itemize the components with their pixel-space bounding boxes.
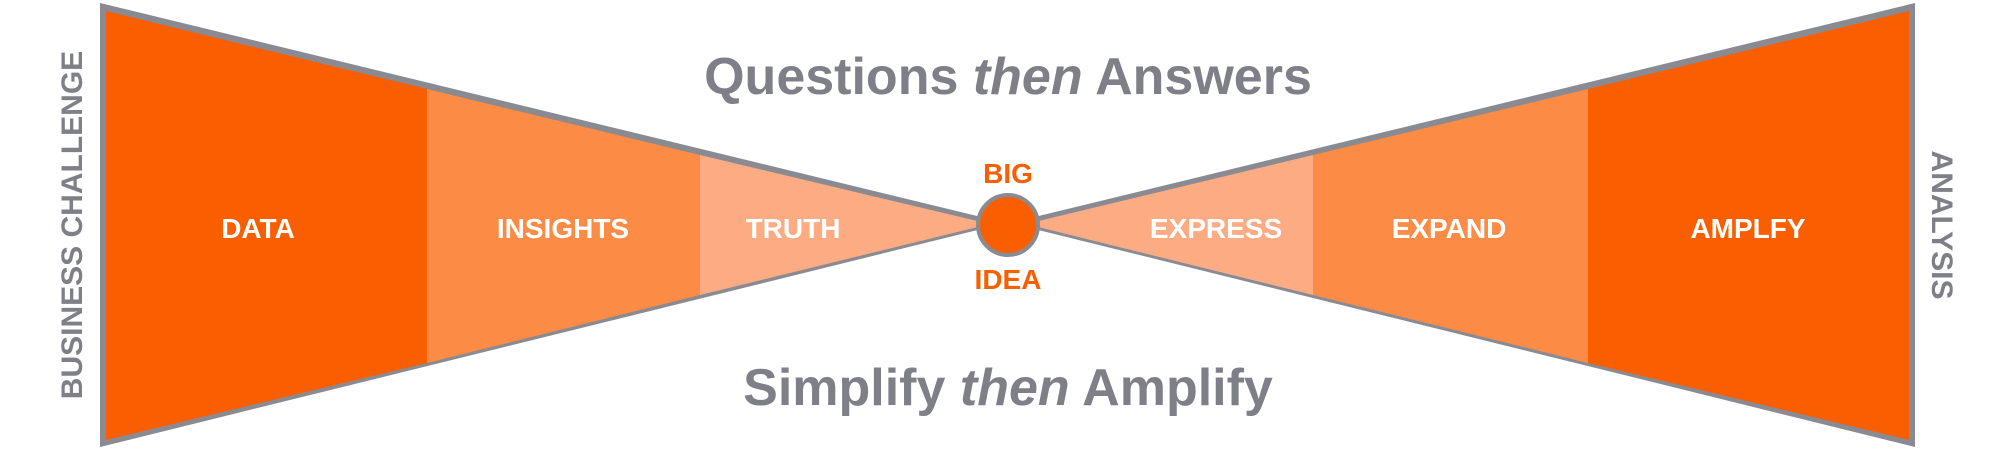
segment-label-truth: TRUTH <box>746 213 841 244</box>
left-segment-insights-shape <box>427 89 700 363</box>
right-side-label: ANALYSIS <box>1925 151 1958 300</box>
left-wedge <box>100 3 1006 447</box>
headline-bottom: Simplify then Amplify <box>743 359 1273 417</box>
big-label: BIG <box>983 158 1033 189</box>
segment-label-expand: EXPAND <box>1392 213 1507 244</box>
right-wedge <box>1010 3 1915 447</box>
segment-label-amplfy: AMPLFY <box>1690 213 1805 244</box>
segment-label-express: EXPRESS <box>1150 213 1282 244</box>
big-idea-circle <box>976 193 1040 257</box>
right-segment-expand-shape <box>1313 89 1588 363</box>
headline-top-after: Answers <box>1083 48 1312 106</box>
right-segment-amplfy-shape <box>1588 11 1909 440</box>
headline-top-emphasis: then <box>973 48 1083 106</box>
headline-bottom-emphasis: then <box>960 359 1070 417</box>
headline-bottom-before: Simplify <box>743 359 960 417</box>
segment-label-insights: INSIGHTS <box>497 213 629 244</box>
headline-top-before: Questions <box>704 48 973 106</box>
idea-label: IDEA <box>975 264 1042 295</box>
left-segment-data-shape <box>106 11 427 440</box>
headline-top: Questions then Answers <box>704 48 1312 106</box>
headline-bottom-after: Amplify <box>1070 359 1273 417</box>
segment-label-data: DATA <box>221 213 295 244</box>
left-side-label: BUSINESS CHALLENGE <box>56 51 89 399</box>
right-segment-express-shape <box>1026 155 1313 295</box>
left-segment-truth-shape <box>700 155 990 295</box>
